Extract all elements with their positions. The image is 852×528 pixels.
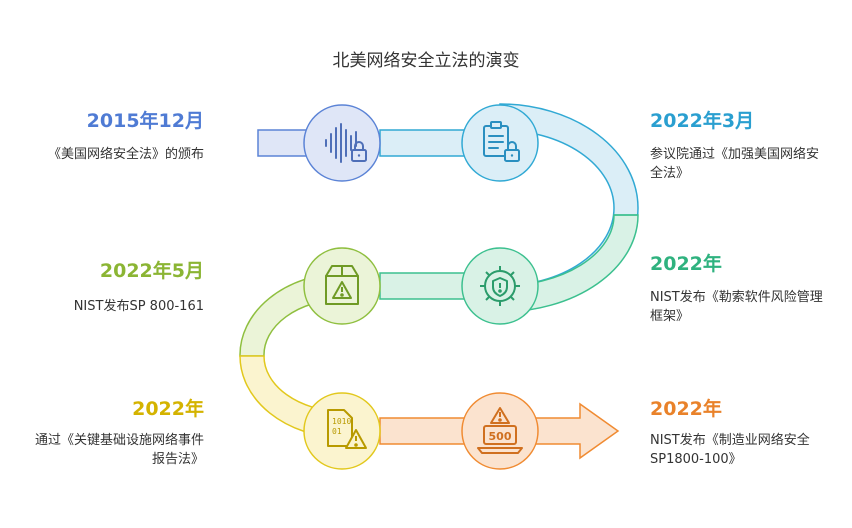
- event-year: 2022年: [650, 253, 722, 275]
- clipboard-lock-icon: [483, 121, 520, 162]
- event-2022-03: 2022年3月 参议院通过《加强美国网络安全法》: [650, 109, 825, 183]
- box-warning-icon: [325, 265, 359, 305]
- event-desc: 参议院通过《加强美国网络安全法》: [650, 147, 820, 181]
- event-2022-ransomware: 2022年 NIST发布《勒索软件风险管理框架》: [650, 252, 825, 326]
- svg-text:500: 500: [489, 430, 512, 443]
- node-circle-6: [461, 392, 539, 470]
- event-2022-circia: 2022年 通过《关键基础设施网络事件报告法》: [29, 397, 204, 469]
- voice-lock-icon: [325, 123, 367, 163]
- diagram-title: 北美网络安全立法的演变: [332, 51, 520, 71]
- event-year: 2022年: [650, 398, 722, 420]
- event-year: 2022年5月: [99, 260, 204, 282]
- svg-text:1010: 1010: [332, 417, 351, 426]
- event-year: 2015年12月: [86, 110, 204, 132]
- node-circle-4: [303, 247, 381, 325]
- event-desc: NIST发布SP 800-161: [73, 299, 204, 314]
- ransom-500-icon: 500: [477, 407, 523, 454]
- svg-text:01: 01: [332, 427, 342, 436]
- event-year: 2022年: [132, 398, 204, 420]
- event-desc: NIST发布《制造业网络安全SP1800-100》: [650, 433, 810, 467]
- event-2022-manufacturing: 2022年 NIST发布《制造业网络安全SP1800-100》: [650, 397, 825, 469]
- event-desc: 通过《关键基础设施网络事件报告法》: [34, 433, 204, 467]
- node-circle-5: [303, 392, 381, 470]
- event-year: 2022年3月: [650, 110, 755, 132]
- binary-warning-icon: 1010 01: [327, 409, 367, 449]
- gear-shield-icon: [480, 266, 520, 306]
- event-desc: 《美国网络安全法》的颁布: [47, 147, 204, 162]
- event-desc: NIST发布《勒索软件风险管理框架》: [650, 290, 823, 324]
- event-2022-05: 2022年5月 NIST发布SP 800-161: [29, 259, 204, 316]
- event-2015-12: 2015年12月 《美国网络安全法》的颁布: [29, 109, 204, 164]
